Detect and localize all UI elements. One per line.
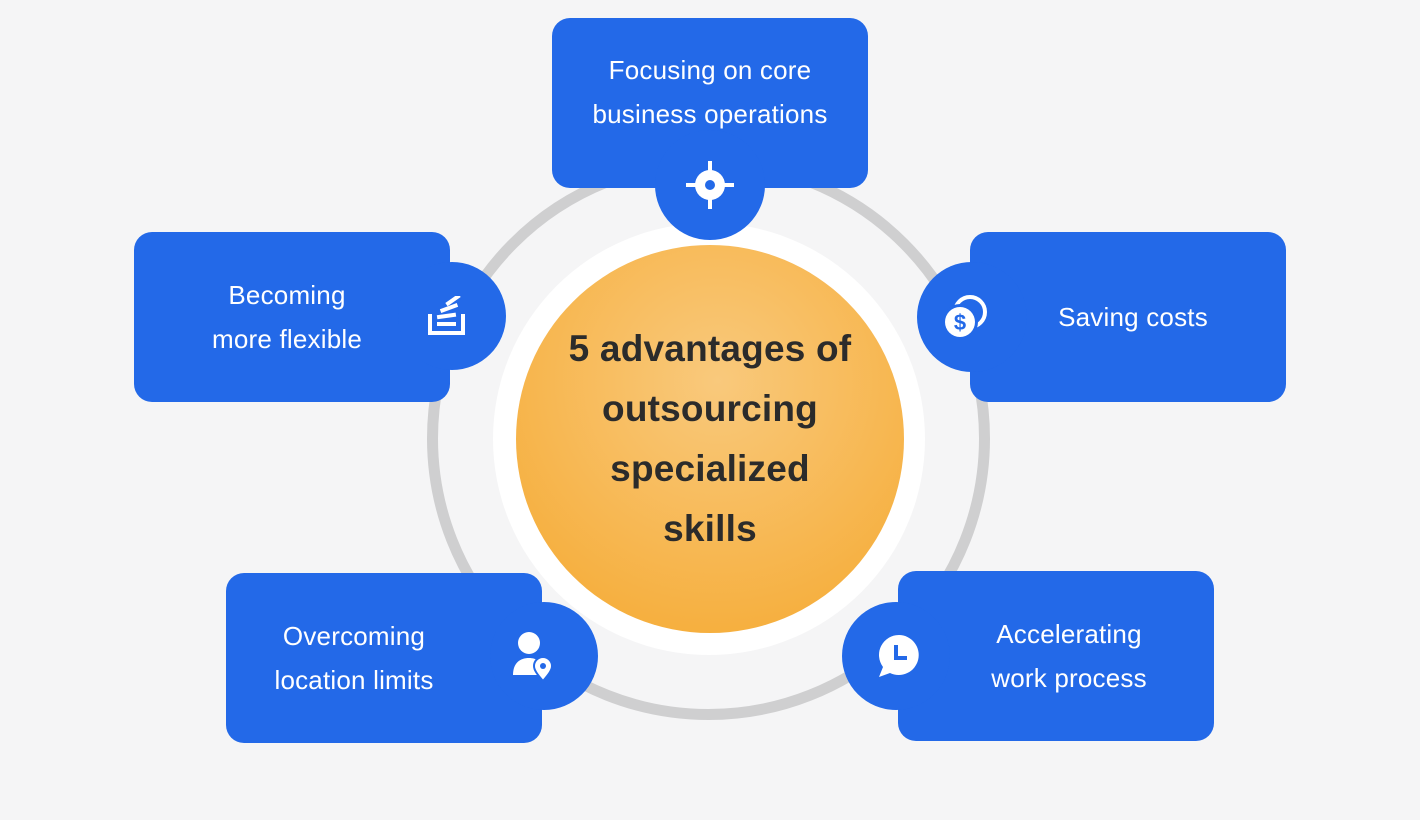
advantage-bubble-flexible [398,262,506,370]
advantage-bubble-core-operations [655,130,765,240]
center-circle: 5 advantages of outsourcing specialized … [516,245,904,633]
diagram-title: 5 advantages of outsourcing specialized … [568,328,852,549]
advantage-label: Saving costs [1058,302,1208,332]
coins-dollar-icon: $ [942,295,987,340]
stack-icon [428,296,465,335]
advantage-card-flexible: Becoming more flexible [134,232,450,402]
advantage-card-accelerating: Accelerating work process [898,571,1214,741]
advantage-bubble-saving-costs: $ [917,262,1027,372]
chat-clock-icon [879,635,919,677]
advantage-label: Focusing on core business operations [592,55,828,129]
svg-text:$: $ [954,310,966,335]
user-location-icon [513,632,554,681]
advantage-card-location: Overcoming location limits [226,573,542,743]
advantage-label: Overcoming location limits [274,621,434,695]
advantage-label: Accelerating work process [991,619,1147,693]
advantage-label: Becoming more flexible [212,280,362,354]
advantage-bubble-accelerating [842,602,950,710]
target-icon [686,161,734,209]
advantage-bubble-location [490,602,598,710]
